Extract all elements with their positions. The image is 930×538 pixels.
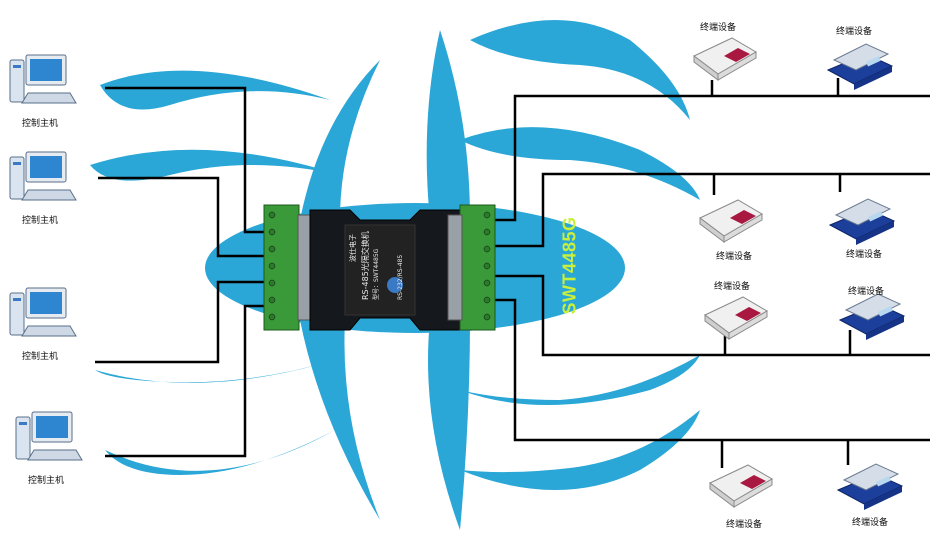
keypad-terminal-icon <box>704 296 768 340</box>
terminal-label: 终端设备 <box>852 518 889 528</box>
hosts <box>9 54 83 461</box>
model-label: SWT4485G <box>559 216 580 315</box>
host-label: 控制主机 <box>22 119 59 129</box>
terminal-label: 终端设备 <box>714 282 751 292</box>
scale-terminal-icon <box>828 198 896 245</box>
host-label: 控制主机 <box>22 216 59 226</box>
rs485-switch-device <box>263 204 496 331</box>
device-model-line: 型号：SWT4485G <box>372 248 380 300</box>
device-rs-line: RS-232/RS-485 <box>397 255 404 300</box>
keypad-terminal-icon <box>709 464 773 508</box>
terminal-label: 终端设备 <box>726 520 763 530</box>
scale-terminal-icon <box>826 43 894 90</box>
scale-terminal-icon <box>836 463 904 510</box>
terminal-label: 终端设备 <box>700 23 737 33</box>
scale-terminal-icon <box>838 293 906 340</box>
terminal-label: 终端设备 <box>848 287 885 297</box>
terminal-label: 终端设备 <box>716 252 753 262</box>
keypad-terminal-icon <box>693 37 757 81</box>
terminal-label: 终端设备 <box>846 250 883 260</box>
host-computer-icon <box>9 151 77 201</box>
host-label: 控制主机 <box>22 352 59 362</box>
host-computer-icon <box>9 54 77 104</box>
terminal-label: 终端设备 <box>836 27 873 37</box>
wires <box>95 78 930 468</box>
device-title: RS-485光隔交换机 <box>360 231 370 300</box>
terminals <box>693 37 906 510</box>
host-computer-icon <box>9 287 77 337</box>
keypad-terminal-icon <box>699 199 763 243</box>
host-computer-icon <box>15 411 83 461</box>
host-label: 控制主机 <box>28 476 65 486</box>
device-brand: 波仕电子 <box>348 234 357 262</box>
